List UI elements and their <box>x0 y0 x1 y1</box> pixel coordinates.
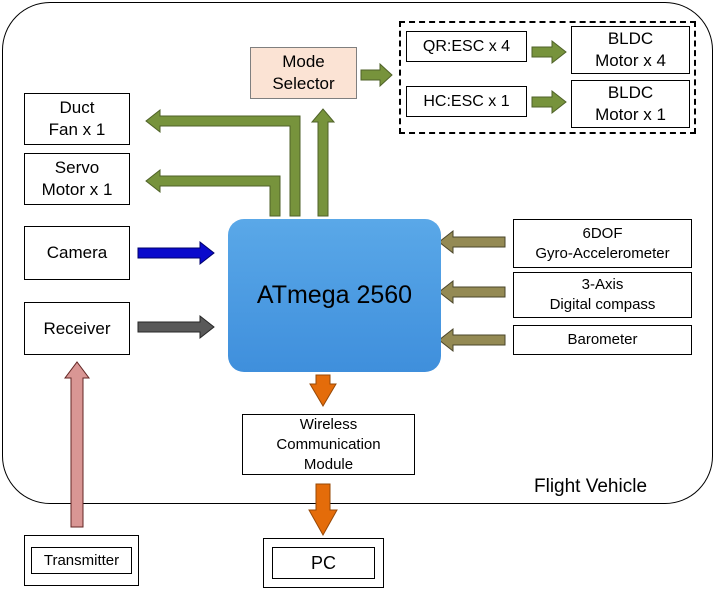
pc-outer-box: PC <box>263 538 384 588</box>
arrow-mode-to-esc <box>360 62 393 88</box>
esc-motor-group <box>399 21 696 134</box>
arrow-mcu-to-mode <box>310 108 336 217</box>
arrow-camera-to-mcu <box>137 240 215 266</box>
pc-box: PC <box>272 547 375 579</box>
bldc-motor-1-box: BLDC Motor x 1 <box>571 80 690 128</box>
duct-fan-box: Duct Fan x 1 <box>24 93 130 145</box>
atmega-2560-mcu: ATmega 2560 <box>228 219 441 372</box>
mode-selector-box: Mode Selector <box>250 47 357 99</box>
gyro-accelerometer-box: 6DOF Gyro-Accelerometer <box>513 219 692 268</box>
arrow-hc-esc-to-motor <box>531 89 567 115</box>
arrow-gyro-to-mcu <box>438 229 506 255</box>
arrow-receiver-to-mcu <box>137 314 215 340</box>
barometer-box: Barometer <box>513 325 692 355</box>
arrow-qr-esc-to-motor <box>531 39 567 65</box>
arrow-barometer-to-mcu <box>438 327 506 353</box>
arrow-mcu-to-servo <box>145 168 281 217</box>
arrow-mcu-to-duct-fan <box>145 108 301 217</box>
digital-compass-box: 3-Axis Digital compass <box>513 272 692 318</box>
arrow-compass-to-mcu <box>438 279 506 305</box>
flight-vehicle-boundary <box>2 2 713 504</box>
camera-box: Camera <box>24 226 130 280</box>
receiver-box: Receiver <box>24 302 130 355</box>
qr-esc-box: QR:ESC x 4 <box>406 31 527 62</box>
flight-vehicle-label: Flight Vehicle <box>534 476 648 497</box>
servo-motor-box: Servo Motor x 1 <box>24 153 130 205</box>
wireless-module-box: Wireless Communication Module <box>242 414 415 475</box>
arrow-mcu-to-wireless <box>309 374 337 407</box>
arrow-wireless-to-pc <box>308 483 338 537</box>
arrow-transmitter-to-receiver <box>64 361 90 528</box>
hc-esc-box: HC:ESC x 1 <box>406 86 527 117</box>
bldc-motor-4-box: BLDC Motor x 4 <box>571 26 690 74</box>
transmitter-box: Transmitter <box>31 547 132 574</box>
transmitter-outer-box: Transmitter <box>24 535 139 586</box>
